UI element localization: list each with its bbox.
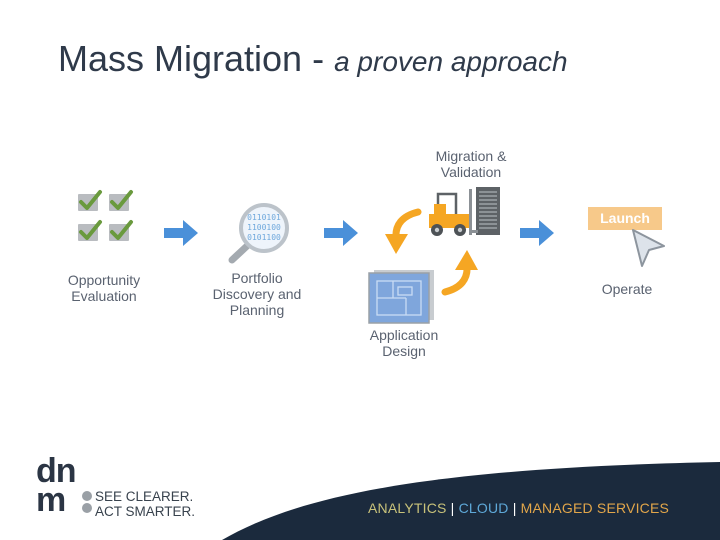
- right-arrow-icon: [164, 220, 198, 246]
- checklist-icon: [78, 190, 133, 241]
- services-line: ANALYTICS | CLOUD | MANAGED SERVICES: [368, 500, 669, 516]
- right-arrow-icon: [324, 220, 358, 246]
- services-separator: |: [512, 500, 517, 516]
- step-portfolio-discovery-label: Portfolio Discovery and Planning: [212, 270, 302, 318]
- title-subtitle: a proven approach: [334, 46, 568, 77]
- step-opportunity-evaluation-label: Opportunity Evaluation: [67, 272, 141, 304]
- binary-line-3: 0101100: [247, 233, 281, 242]
- logo-text-bottom: m: [36, 481, 66, 519]
- binary-line-1: 0110101: [247, 213, 281, 222]
- services-cloud: CLOUD: [458, 500, 509, 516]
- cursor-icon: [632, 229, 665, 267]
- launch-button[interactable]: Launch: [588, 207, 662, 230]
- launch-button-label: Launch: [600, 210, 650, 226]
- company-logo: dn m: [36, 452, 92, 521]
- logo-text-top: dn: [36, 452, 77, 490]
- tagline: SEE CLEARER. ACT SMARTER.: [95, 489, 195, 519]
- services-analytics: ANALYTICS: [368, 500, 447, 516]
- tagline-line-2: ACT SMARTER.: [95, 504, 196, 519]
- title-main: Mass Migration -: [58, 38, 325, 79]
- magnifier-binary-icon: 0110101 1100100 0101100: [228, 203, 289, 264]
- tagline-line-1: SEE CLEARER.: [95, 489, 194, 504]
- binary-line-2: 1100100: [247, 223, 281, 232]
- slide-title: Mass Migration - a proven approach: [58, 38, 568, 80]
- blueprint-icon: [368, 270, 434, 324]
- services-managed: MANAGED SERVICES: [520, 500, 670, 516]
- services-separator: |: [450, 500, 455, 516]
- logo-dots-icon: [82, 491, 92, 513]
- forklift-server-icon: [429, 187, 500, 236]
- right-arrow-icon: [520, 220, 554, 246]
- footer-band: [222, 462, 720, 540]
- curved-arrow-down-icon: [385, 208, 422, 254]
- step-application-design-label: Application Design: [369, 327, 439, 359]
- step-operate-label: Operate: [601, 281, 653, 297]
- curved-arrow-up-icon: [441, 250, 478, 296]
- step-migration-validation-label: Migration & Validation: [435, 148, 507, 180]
